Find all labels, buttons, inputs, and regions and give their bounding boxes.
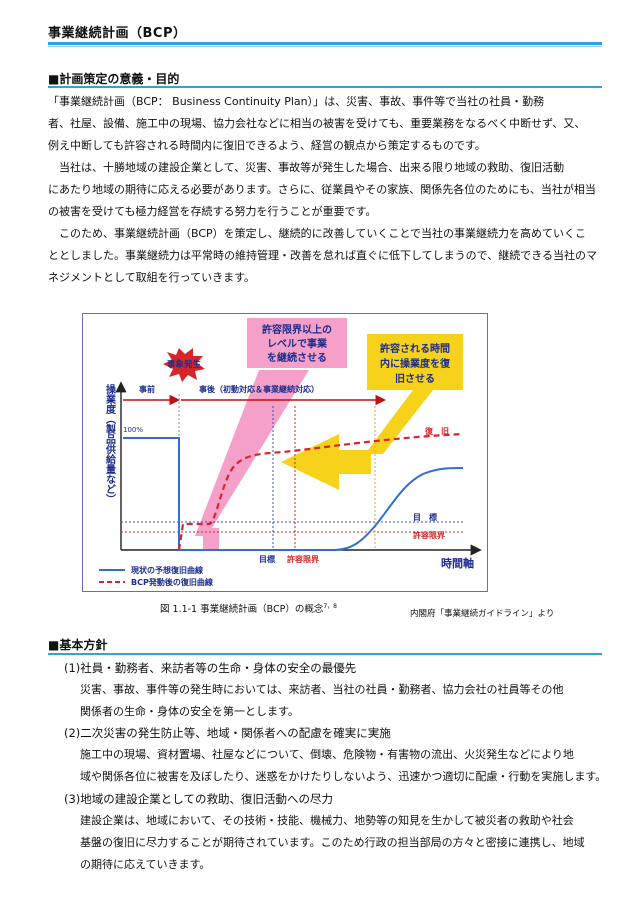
policy-item-body: 建設企業は、地域において、その技術・技能、機械力、地勢等の知見を生かして被災者の… — [80, 810, 608, 876]
event-badge-label: 事象発生 — [167, 359, 202, 370]
section-rule — [48, 86, 602, 88]
section-rule — [48, 653, 602, 655]
policy-item-title: (3)地域の建設企業としての救助、復旧活動への尽力 — [64, 792, 333, 806]
text-line: の被害を受けても極力経営を存続する努力を行うことが重要です。 — [48, 205, 377, 218]
bcp-concept-figure: 許容される時間 内に操業度を復 旧させる 許容限界以上の レベルで事業 を継続さ… — [82, 313, 488, 592]
text-line: の期待に応えていきます。 — [80, 858, 211, 871]
title-rule-thin — [48, 46, 602, 47]
x-axis-label: 時間軸 — [441, 556, 474, 570]
text-line: 建設企業は、地域において、その技術・技能、機械力、地勢等の知見を生かして被災者の… — [80, 814, 574, 827]
section-heading-purpose: ■計画策定の意義・目的 — [48, 72, 180, 86]
label-target-bottom: 目標 — [259, 554, 275, 564]
label-100-percent: 100% — [123, 426, 143, 434]
legend-bcp-label: BCP発動後の復旧曲線 — [131, 577, 213, 587]
yellow-callout-box — [367, 334, 463, 390]
text-line: 施工中の現場、資材置場、社屋などについて、倒壊、危険物・有害物の流出、火災発生な… — [80, 748, 574, 761]
caption-text: 図 1.1-1 事業継続計画（BCP）の概念 — [160, 604, 324, 616]
label-recovery: 復 旧 — [424, 426, 449, 436]
event-burst-icon — [163, 348, 205, 382]
pink-callout-line: を継続させる — [267, 351, 327, 364]
pink-callout-box — [247, 318, 347, 368]
text-line: ネジメントとして取組を行っていきます。 — [48, 271, 256, 284]
figure-source: 内閣府「事業継続ガイドライン」より — [410, 609, 555, 619]
yellow-callout-line: 旧させる — [395, 373, 435, 385]
policy-item-title: (1)社員・勤務者、来訪者等の生命・身体の安全の最優先 — [64, 661, 357, 675]
yellow-callout-line: 内に操業度を復 — [380, 357, 451, 370]
yellow-arrow-left — [281, 434, 371, 490]
text-line: 「事業継続計画（BCP： Business Continuity Plan）」は… — [48, 95, 545, 108]
section-heading-policy: ■基本方針 — [48, 638, 108, 652]
label-limit-right: 許容限界 — [413, 530, 446, 540]
text-line: ととしました。事業継続力は平常時の維持管理・改善を怠れば直ぐに低下してしまうので… — [48, 249, 598, 262]
text-line: 当社は、十勝地域の建設企業として、災害、事故等が発生した場合、出来る限り地域の救… — [59, 161, 565, 174]
page-title: 事業継続計画（BCP） — [48, 26, 187, 41]
title-rule — [48, 42, 602, 45]
text-line: 者、社屋、設備、施工中の現場、協力会社などに相当の被害を受けても、重要業務をなる… — [48, 117, 586, 130]
purpose-paragraph: 「事業継続計画（BCP： Business Continuity Plan）」は… — [48, 91, 604, 289]
policy-item-body: 施工中の現場、資材置場、社屋などについて、倒壊、危険物・有害物の流出、火災発生な… — [80, 744, 608, 788]
text-line: にあたり地域の期待に応える必要があります。さらに、従業員やその家族、関係先各位の… — [48, 183, 596, 196]
pink-callout-line: レベルで事業 — [267, 337, 328, 350]
yellow-arrow-diagonal — [365, 390, 433, 454]
text-line: 災害、事故、事件等の発生時においては、来訪者、当社の社員・勤務者、協力会社の社員… — [80, 683, 564, 696]
legend-current-label: 現状の予想復旧曲線 — [131, 565, 203, 575]
text-line: 例え中断しても許容される時間内に復旧できるよう、経営の観点から策定するものです。 — [48, 139, 486, 152]
phase-before-label: 事前 — [139, 384, 155, 394]
policy-item-title: (2)二次災害の発生防止等、地域・関係者への配慮を確実に実施 — [64, 726, 391, 740]
label-target-right: 目 標 — [413, 512, 437, 522]
policy-item-body: 災害、事故、事件等の発生時においては、来訪者、当社の社員・勤務者、協力会社の社員… — [80, 679, 608, 723]
yellow-callout-line: 許容される時間 — [380, 342, 450, 355]
text-line: 域や関係各位に被害を及ぼしたり、迷惑をかけたりしないよう、迅速かつ適切に配慮・行… — [80, 770, 607, 783]
label-limit-bottom: 許容限界 — [287, 554, 320, 564]
text-line: このため、事業継続計画（BCP）を策定し、継続的に改善していくことで当社の事業継… — [59, 227, 587, 240]
pink-drop-bar — [203, 528, 219, 550]
current-recovery-curve — [123, 437, 464, 551]
caption-superscript: 7，8 — [323, 603, 337, 610]
bcp-recovery-curve — [177, 432, 464, 551]
phase-after-label: 事後（初動対応＆事業継続対応） — [199, 384, 319, 394]
pink-wedge — [195, 370, 309, 536]
text-line: 関係者の生命・身体の安全を第一とします。 — [80, 705, 299, 718]
pink-callout-line: 許容限界以上の — [262, 323, 332, 336]
bcp-diagram: 許容される時間 内に操業度を復 旧させる 許容限界以上の レベルで事業 を継続さ… — [99, 318, 482, 587]
y-axis-label: 操業度（製品供給量など） — [104, 383, 117, 504]
text-line: 基盤の復旧に尽力することが期待されています。このため行政の担当部局の方々と密接に… — [80, 836, 585, 849]
figure-caption: 図 1.1-1 事業継続計画（BCP）の概念7，8 — [160, 601, 337, 615]
